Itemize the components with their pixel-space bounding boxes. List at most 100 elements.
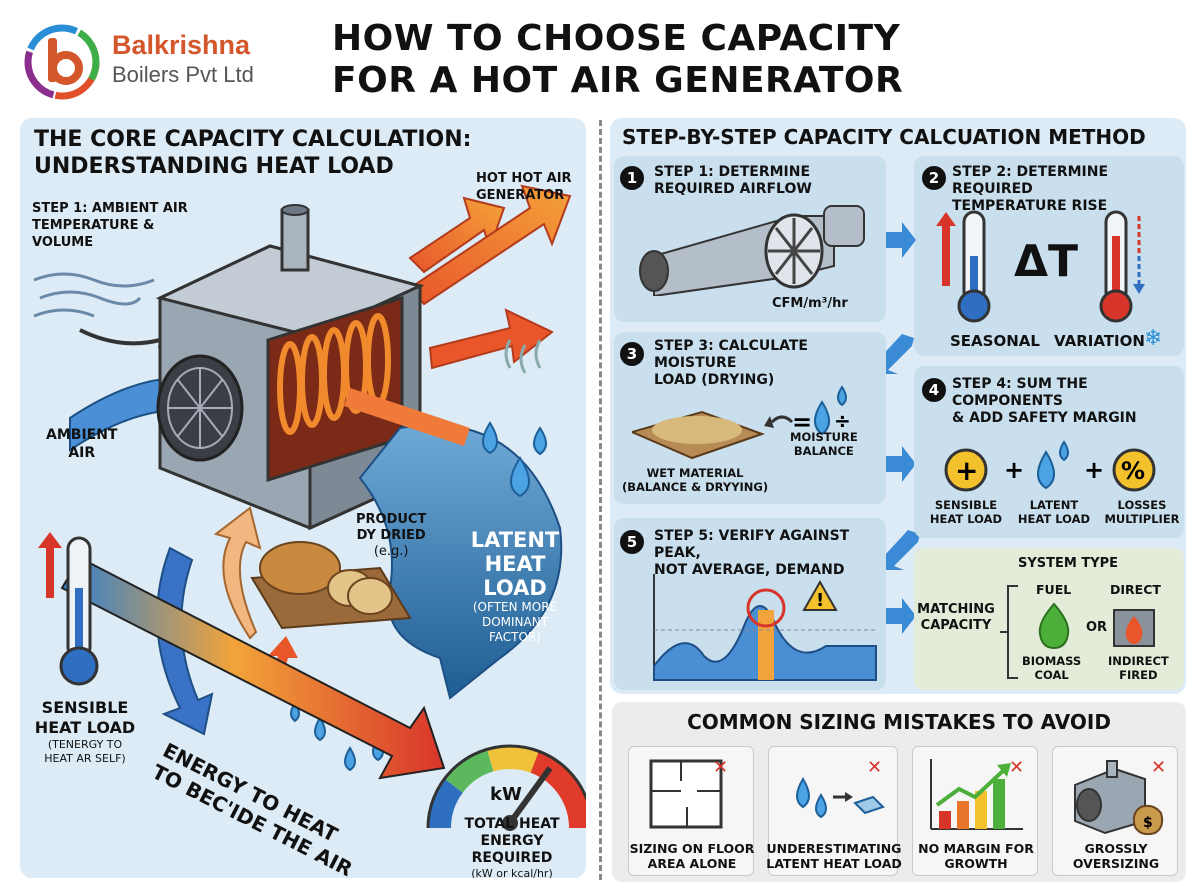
mistake-2-line-2: LATENT HEAT LOAD	[766, 856, 902, 871]
sensible-component-label: SENSIBLE HEAT LOAD	[924, 498, 1008, 526]
page-title-line-2: FOR A HOT AIR GENERATOR	[332, 60, 904, 101]
latent-note-3: FACTOR)	[489, 630, 541, 644]
fuel-label: FUEL	[1036, 582, 1072, 597]
sensible-line-2: HEAT LOAD	[34, 718, 136, 737]
step2-number: 2	[922, 166, 946, 190]
step2-card: 2 STEP 2: DETERMINE REQUIRED TEMPERATURE…	[914, 156, 1184, 356]
thermometers-icon	[936, 210, 1145, 323]
c3-line-2: MULTIPLIER	[1104, 512, 1180, 526]
c2-line-1: LATENT	[1029, 498, 1079, 512]
mistake-1-line-2: AREA ALONE	[647, 856, 737, 871]
product-line-3: (e.g.)	[373, 544, 409, 559]
core-heading: THE CORE CAPACITY CALCULATION: UNDERSTAN…	[34, 126, 574, 180]
product-line-1: PRODUCT	[356, 512, 427, 527]
mistake-card: $ ✕ GROSSLY OVERSIZING	[1052, 746, 1178, 876]
page-title-line-1: HOW TO CHOOSE CAPACITY	[332, 18, 901, 59]
mistake-card: ✕ NO MARGIN FOR GROWTH	[912, 746, 1038, 876]
mistakes-panel: COMMON SIZING MISTAKES TO AVOID ✕ SIZING…	[612, 702, 1186, 882]
sensible-note-2: HEAT AR SELF)	[44, 752, 126, 765]
step2-title-line-1: STEP 2: DETERMINE REQUIRED	[952, 164, 1109, 197]
step3-card: 3 STEP 3: CALCULATE MOISTURE LOAD (DRYIN…	[614, 332, 886, 504]
latent-component-label: LATENT HEAT LOAD	[1012, 498, 1096, 526]
arrow-step1-to-step2	[886, 222, 916, 258]
hot-air-line-2: GENERATOR	[476, 188, 565, 203]
svg-text:÷: ÷	[834, 409, 851, 433]
latent-heat-label: LATENT HEAT LOAD (OFTEN MORE DOMINANT FA…	[450, 528, 580, 645]
product-line-2: DY DRIED	[356, 528, 426, 543]
mistake-card: ✕ SIZING ON FLOOR AREA ALONE	[628, 746, 754, 876]
step3-title-line-2: LOAD (DRYING)	[654, 372, 775, 388]
moisture-line-1: MOISTURE	[790, 430, 858, 444]
total-line-1: TOTAL HEAT	[464, 816, 560, 832]
peak-demand-icon: !	[653, 574, 877, 681]
step2-title: STEP 2: DETERMINE REQUIRED TEMPERATURE R…	[952, 164, 1184, 215]
company-logo	[22, 22, 102, 102]
page-title: HOW TO CHOOSE CAPACITY FOR A HOT AIR GEN…	[332, 18, 952, 102]
latent-line-2: HEAT LOAD	[483, 552, 547, 600]
svg-text:+: +	[1084, 456, 1104, 484]
losses-component-label: LOSSES MULTIPLIER	[1100, 498, 1184, 526]
hot-air-line-1: HOT HOT AIR	[476, 171, 572, 186]
direct-label: DIRECT	[1110, 582, 1161, 597]
wet-material-icon: = ÷	[632, 385, 851, 460]
product-dried-label: PRODUCT DY DRIED (e.g.)	[356, 512, 426, 560]
step5-title-line-2: NOT AVERAGE, DEMAND	[654, 562, 845, 578]
svg-text:✕: ✕	[867, 757, 882, 778]
moisture-line-2: BALANCE	[793, 444, 854, 458]
sensible-heat-label: SENSIBLE HEAT LOAD (TENERGY TO HEAT AR S…	[30, 698, 140, 766]
gauge-unit: kW	[490, 784, 522, 805]
mistake-label: UNDERESTIMATING LATENT HEAT LOAD	[754, 841, 914, 871]
mistake-label: NO MARGIN FOR GROWTH	[896, 841, 1056, 871]
c1-line-2: HEAT LOAD	[929, 512, 1003, 526]
svg-text:✕: ✕	[713, 757, 728, 778]
step3-number: 3	[620, 342, 644, 366]
mistakes-title: COMMON SIZING MISTAKES TO AVOID	[687, 710, 1111, 734]
biomass-line-2: COAL	[1034, 668, 1069, 682]
step1-title: STEP 1: DETERMINE REQUIRED AIRFLOW	[654, 164, 812, 198]
wet-line-1: WET MATERIAL	[646, 466, 744, 480]
matching-line-1: MATCHING	[917, 602, 995, 617]
mistake-4-line-2: OVERSIZING	[1072, 856, 1160, 871]
mistake-3-line-2: GROWTH	[944, 856, 1008, 871]
step4-title: STEP 4: SUM THE COMPONENTS & ADD SAFETY …	[952, 376, 1184, 427]
sum-components-icon: + + + %	[944, 440, 1156, 492]
c3-line-1: LOSSES	[1117, 498, 1167, 512]
step1-ambient-line-1: STEP 1: AMBIENT AIR	[32, 201, 188, 216]
core-calculation-panel: THE CORE CAPACITY CALCULATION: UNDERSTAN…	[20, 118, 586, 878]
oversized-generator-icon: $ ✕	[1074, 757, 1166, 835]
mistake-2-line-1: UNDERESTIMATING	[766, 841, 902, 856]
ambient-air-label: AMBIENT AIR	[46, 426, 117, 462]
c1-line-1: SENSIBLE	[934, 498, 998, 512]
hot-air-label: HOT HOT AIR GENERATOR	[476, 170, 572, 204]
snowflake-icon: ❄	[1144, 326, 1163, 351]
bracket-icon	[1000, 585, 1018, 679]
total-heat-label: TOTAL HEAT ENERGY REQUIRED (kW or kcal/h…	[440, 816, 584, 878]
step4-title-line-2: & ADD SAFETY MARGIN	[952, 410, 1137, 426]
svg-text:=: =	[792, 408, 812, 436]
sensible-note-1: (TENERGY TO	[47, 738, 123, 751]
panel-divider	[599, 120, 602, 880]
svg-text:%: %	[1121, 457, 1145, 485]
latent-droplets-icon: ✕	[796, 757, 885, 819]
mistake-4-line-1: GROSSLY	[1084, 841, 1148, 856]
svg-text:+: +	[1004, 456, 1024, 484]
svg-text:!: !	[816, 590, 824, 611]
airflow-unit: CFM/m³/hr	[772, 296, 848, 311]
company-name: Balkrishna	[112, 30, 251, 60]
latent-note-1: (OFTEN MORE	[472, 600, 558, 614]
step2-title-line-2: TEMPERATURE RISE	[952, 198, 1108, 214]
step1-title-line-1: STEP 1: DETERMINE	[654, 164, 811, 180]
matching-line-2: CAPACITY	[920, 618, 992, 633]
step4-title-line-1: STEP 4: SUM THE COMPONENTS	[952, 376, 1088, 409]
matching-capacity-label: MATCHING CAPACITY	[916, 602, 996, 634]
step1-title-line-2: REQUIRED AIRFLOW	[654, 181, 812, 197]
step5-card: 5 STEP 5: VERIFY AGAINST PEAK, NOT AVERA…	[614, 518, 886, 690]
arrow-step5-to-system	[886, 598, 916, 634]
indirect-fired-label: INDIRECT FIRED	[1108, 654, 1169, 682]
svg-text:+: +	[955, 454, 978, 487]
mistake-card: ✕ UNDERESTIMATING LATENT HEAT LOAD	[766, 746, 902, 876]
flame-icon	[1038, 602, 1070, 650]
svg-text:✕: ✕	[1151, 757, 1166, 778]
growth-chart-icon: ✕	[930, 757, 1024, 830]
moisture-balance-label: MOISTURE BALANCE	[790, 430, 858, 458]
